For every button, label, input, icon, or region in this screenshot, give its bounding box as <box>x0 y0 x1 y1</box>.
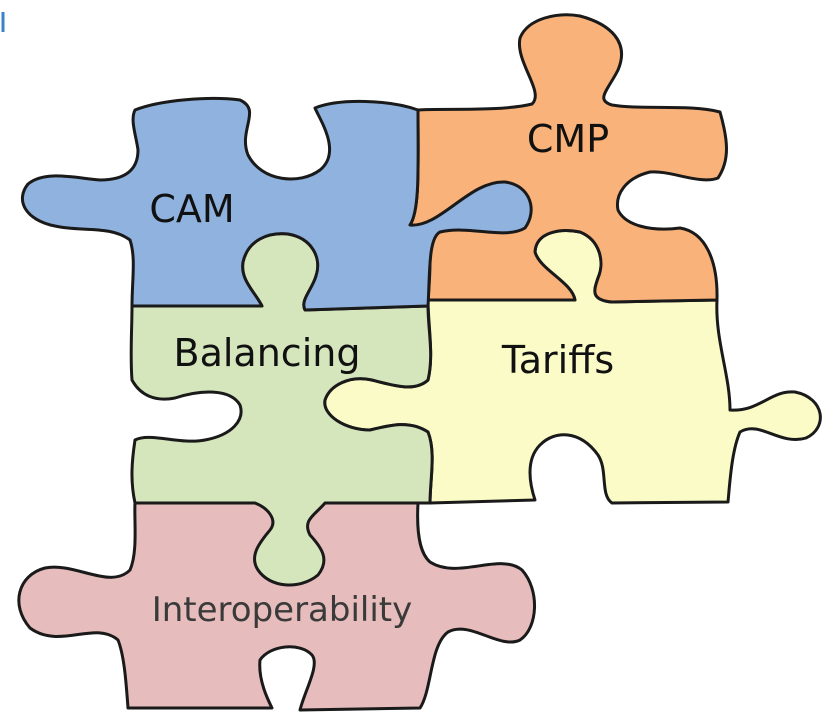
tariffs-label: Tariffs <box>501 338 614 382</box>
cmp-label: CMP <box>527 117 609 161</box>
balancing-label: Balancing <box>174 331 361 375</box>
cam-piece <box>21 96 533 312</box>
cam-label: CAM <box>149 187 234 231</box>
interoperability-label: Interoperability <box>152 590 413 630</box>
interoperability-piece <box>17 501 536 712</box>
